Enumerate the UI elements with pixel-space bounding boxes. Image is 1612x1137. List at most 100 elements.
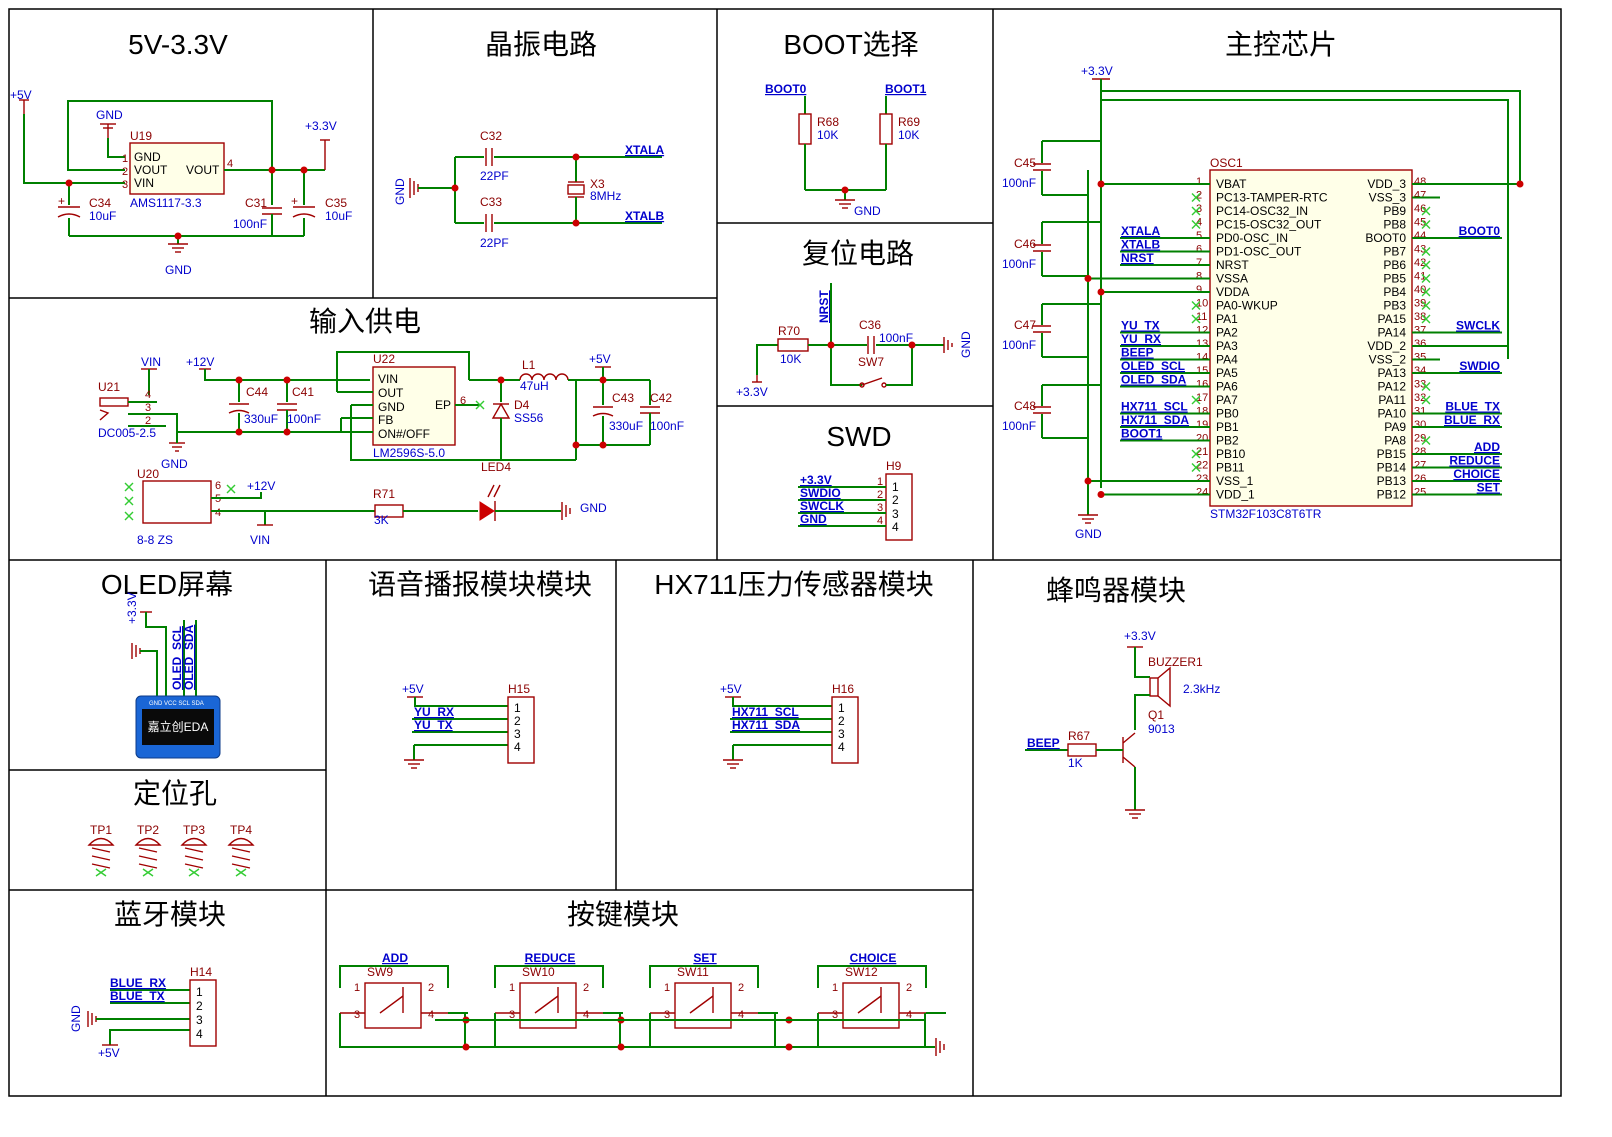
- mcu-pins: VBAT1PC13-TAMPER-RTC2PC14-OSC32_IN3PC15-…: [1084, 176, 1524, 502]
- hx-scl-net: HX711_SCL: [732, 705, 799, 719]
- mcu-right-pin-name: PB12: [1377, 488, 1407, 502]
- mcu-right-net-label: ADD: [1474, 440, 1500, 454]
- mcu-left-pin-name: PA7: [1216, 393, 1238, 407]
- svg-text:100nF: 100nF: [1002, 338, 1036, 352]
- mcu-left-pin-num: 14: [1196, 352, 1208, 364]
- key-pin: 4: [738, 1009, 744, 1021]
- mcu-left-pin-name: PC14-OSC32_IN: [1216, 204, 1308, 218]
- swd-swclk-net: SWCLK: [800, 499, 844, 513]
- key-body: [674, 982, 732, 1029]
- c44-ref: C44: [246, 385, 268, 399]
- mcu-left-pin-name: PD1-OSC_OUT: [1216, 245, 1302, 259]
- svg-text:1: 1: [838, 701, 845, 715]
- svg-text:3: 3: [514, 727, 521, 741]
- h15-ref: H15: [508, 682, 530, 696]
- mcu-left-pin-name: NRST: [1216, 258, 1249, 272]
- mcu-left-pin-name: VDDA: [1216, 285, 1249, 299]
- section-frames: [8, 8, 1562, 1097]
- key-body: [842, 982, 900, 1029]
- hole-tp4: TP4: [227, 823, 255, 877]
- key-net-label: CHOICE: [850, 951, 897, 965]
- svg-text:4: 4: [196, 1027, 203, 1041]
- mcu-right-pin-name: PA11: [1378, 393, 1406, 407]
- oled-vcc: +3.3V: [125, 592, 139, 624]
- mcu-right-pin-num: 38: [1414, 311, 1426, 323]
- mcu-left-pin-name: PD0-OSC_IN: [1216, 231, 1288, 245]
- mcu-right-pin-num: 43: [1414, 244, 1426, 256]
- key-pin: 1: [832, 982, 838, 994]
- mcu-right-pin-num: 36: [1414, 338, 1426, 350]
- title-crystal: 晶振电路: [485, 29, 597, 60]
- input-power-section: VIN +12V U21 DC005-2.5 4 3 2 GND C44 330…: [98, 351, 684, 547]
- u22-part: LM2596S-5.0: [373, 446, 445, 460]
- mcu-right-net-label: SWCLK: [1456, 319, 1500, 333]
- mcu-left-pin-num: 12: [1196, 325, 1208, 337]
- mcu-left-pin-num: 22: [1196, 460, 1208, 472]
- svg-text:TP1: TP1: [90, 823, 112, 837]
- key-pin: 3: [832, 1009, 838, 1021]
- mcu-gnd: GND: [1075, 527, 1102, 541]
- bluetooth-section: BLUE_RX BLUE_TX GND +5V H14 1 2 3 4: [69, 965, 217, 1060]
- hx711-connector: [831, 696, 859, 764]
- key-pin: 1: [664, 982, 670, 994]
- crystal-gnd: GND: [393, 178, 407, 205]
- mcu-left-pin-num: 21: [1196, 446, 1208, 458]
- title-keys: 按键模块: [567, 899, 679, 930]
- l1-val: 47uH: [520, 379, 549, 393]
- svg-text:TP4: TP4: [230, 823, 252, 837]
- c31-ref: C31: [245, 196, 267, 210]
- mcu-left-pin-num: 13: [1196, 338, 1208, 350]
- key-pin: 3: [664, 1009, 670, 1021]
- schematic-canvas: 5V-3.3V 晶振电路 BOOT选择 主控芯片 输入供电 复位电路 SWD O…: [8, 8, 1562, 1097]
- svg-text:2: 2: [196, 999, 203, 1013]
- key-net-label: SET: [693, 951, 717, 965]
- buzzer-vcc: +3.3V: [1124, 629, 1156, 643]
- mcu-left-net-label: OLED_SDA: [1121, 373, 1187, 387]
- title-voice: 语音播报模块模块: [368, 569, 592, 600]
- mcu-left-net-label: BOOT1: [1121, 427, 1163, 441]
- mcu-right-pin-name: PA9: [1384, 420, 1406, 434]
- r70-ref: R70: [778, 324, 800, 338]
- key-pin: 4: [906, 1009, 912, 1021]
- mcu-right-pin-num: 25: [1414, 487, 1426, 499]
- title-buzzer: 蜂鸣器模块: [1046, 575, 1186, 606]
- mcu-left-net-label: YU_TX: [1121, 319, 1160, 333]
- section-titles: 5V-3.3V 晶振电路 BOOT选择 主控芯片 输入供电 复位电路 SWD O…: [101, 29, 1337, 930]
- mcu-right-pin-name: PA8: [1384, 434, 1406, 448]
- boot0-net: BOOT0: [765, 82, 807, 96]
- reset-section: NRST GND R70 10K C36 100nF SW7 +3.3V: [736, 283, 973, 399]
- title-power: 5V-3.3V: [128, 29, 228, 60]
- mcu-left-pin-num: 23: [1196, 473, 1208, 485]
- l1-ref: L1: [522, 358, 536, 372]
- mcu-left-net-label: HX711_SDA: [1121, 413, 1189, 427]
- led-gnd: GND: [580, 501, 607, 515]
- oled-section: +3.3V OLED_SCL OLED_SDA GND VCC SCL SDA …: [125, 592, 221, 759]
- r67-ref: R67: [1068, 729, 1090, 743]
- svg-text:TP3: TP3: [183, 823, 205, 837]
- reset-vcc: +3.3V: [736, 385, 768, 399]
- q1-ref: Q1: [1148, 708, 1164, 722]
- mcu-right-net-label: CHOICE: [1453, 467, 1500, 481]
- mcu-right-pin-num: 46: [1414, 203, 1426, 215]
- mcu-left-pin-num: 2: [1196, 190, 1202, 202]
- mcu-right-pin-name: VDD_3: [1367, 177, 1406, 191]
- c31-val: 100nF: [233, 217, 267, 231]
- svg-text:4: 4: [838, 740, 845, 754]
- oled-screen: [142, 709, 214, 745]
- svg-text:VIN: VIN: [134, 176, 154, 190]
- key-ref: SW11: [677, 965, 709, 979]
- bt-tx-net: BLUE_TX: [110, 989, 165, 1003]
- mcu-right-pin-num: 45: [1414, 217, 1426, 229]
- mcu-ref: OSC1: [1210, 156, 1243, 170]
- boot-gnd: GND: [854, 204, 881, 218]
- u22-ref: U22: [373, 352, 395, 366]
- mcu-left-pin-name: PC13-TAMPER-RTC: [1216, 191, 1328, 205]
- ldo-chip: [129, 142, 225, 195]
- key-pin: 2: [428, 982, 434, 994]
- oled-sda-net: OLED_SDA: [182, 624, 196, 690]
- mcu-right-net-label: BLUE_RX: [1444, 413, 1500, 427]
- c44-val: 330uF: [244, 412, 278, 426]
- mcu-right-net-label: SET: [1477, 481, 1501, 495]
